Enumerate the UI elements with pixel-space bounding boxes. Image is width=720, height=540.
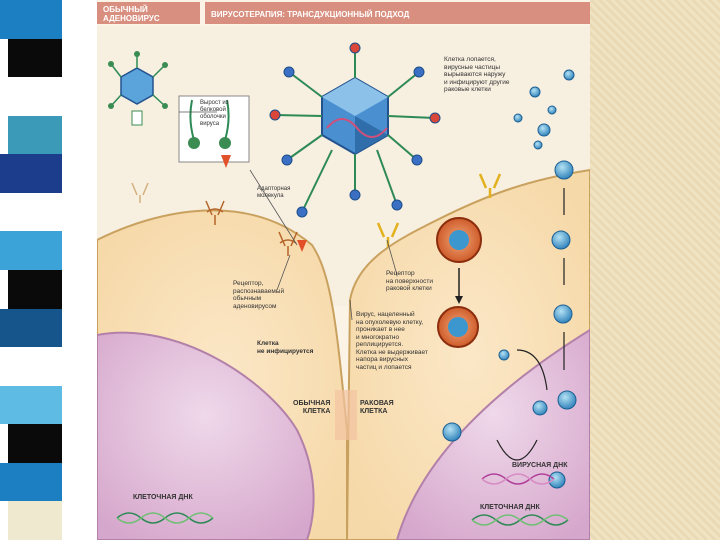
decorative-left-strip (0, 0, 70, 540)
strip-block (8, 424, 62, 463)
strip-block (0, 154, 62, 193)
label-cellular-dna-right: КЛЕТОЧНАЯ ДНК (480, 504, 540, 512)
label-receptor-cancer: Рецептор на поверхности раковой клетки (386, 270, 433, 293)
label-viral-dna: ВИРУСНАЯ ДНК (512, 462, 567, 470)
strip-block (8, 193, 62, 232)
adenovirus-therapy-poster: ОБЫЧНЫЙ АДЕНОВИРУС ВИРУСОТЕРАПИЯ: ТРАНСД… (97, 0, 590, 540)
strip-block (0, 77, 62, 116)
strip-block (0, 0, 62, 39)
header-virotherapy-title: ВИРУСОТЕРАПИЯ: ТРАНСДУКЦИОННЫЙ ПОДХОД (211, 10, 409, 19)
strip-block (0, 386, 62, 425)
label-cell-lysis: Клетка лопается, вирусные частицы вырыва… (444, 56, 510, 94)
label-cell-not-infected: Клетка не инфицируется (257, 340, 313, 355)
header-normal-adenovirus: ОБЫЧНЫЙ АДЕНОВИРУС (103, 5, 160, 23)
strip-block (8, 116, 62, 155)
label-normal-cell: ОБЫЧНАЯ КЛЕТКА (293, 400, 330, 416)
vacuole-virus-1 (449, 230, 469, 250)
strip-block (8, 501, 62, 540)
inset-knob-1 (188, 137, 200, 149)
label-adapter-molecule: Адапторная молекула (257, 186, 290, 200)
parchment-background (590, 0, 720, 540)
label-virus-targeted: Вирус, нацеленный на опухолевую клетку, … (356, 311, 428, 371)
inset-knob-2 (219, 137, 231, 149)
strip-block (8, 347, 62, 386)
vacuole-virus-2 (448, 317, 468, 337)
poster-illustration (97, 0, 590, 540)
label-receptor-normal: Рецептор, распознаваемый обычным аденови… (233, 280, 284, 310)
cell-divider-band (335, 390, 357, 440)
label-cancer-cell: РАКОВАЯ КЛЕТКА (360, 400, 394, 416)
label-cellular-dna-left: КЛЕТОЧНАЯ ДНК (133, 494, 193, 502)
strip-block (0, 231, 62, 270)
strip-block (0, 309, 62, 348)
strip-block (8, 39, 62, 78)
strip-block (8, 270, 62, 309)
label-protein-outgrowth: Вырост из белковой оболочки вируса (200, 100, 229, 128)
strip-block (0, 463, 62, 502)
